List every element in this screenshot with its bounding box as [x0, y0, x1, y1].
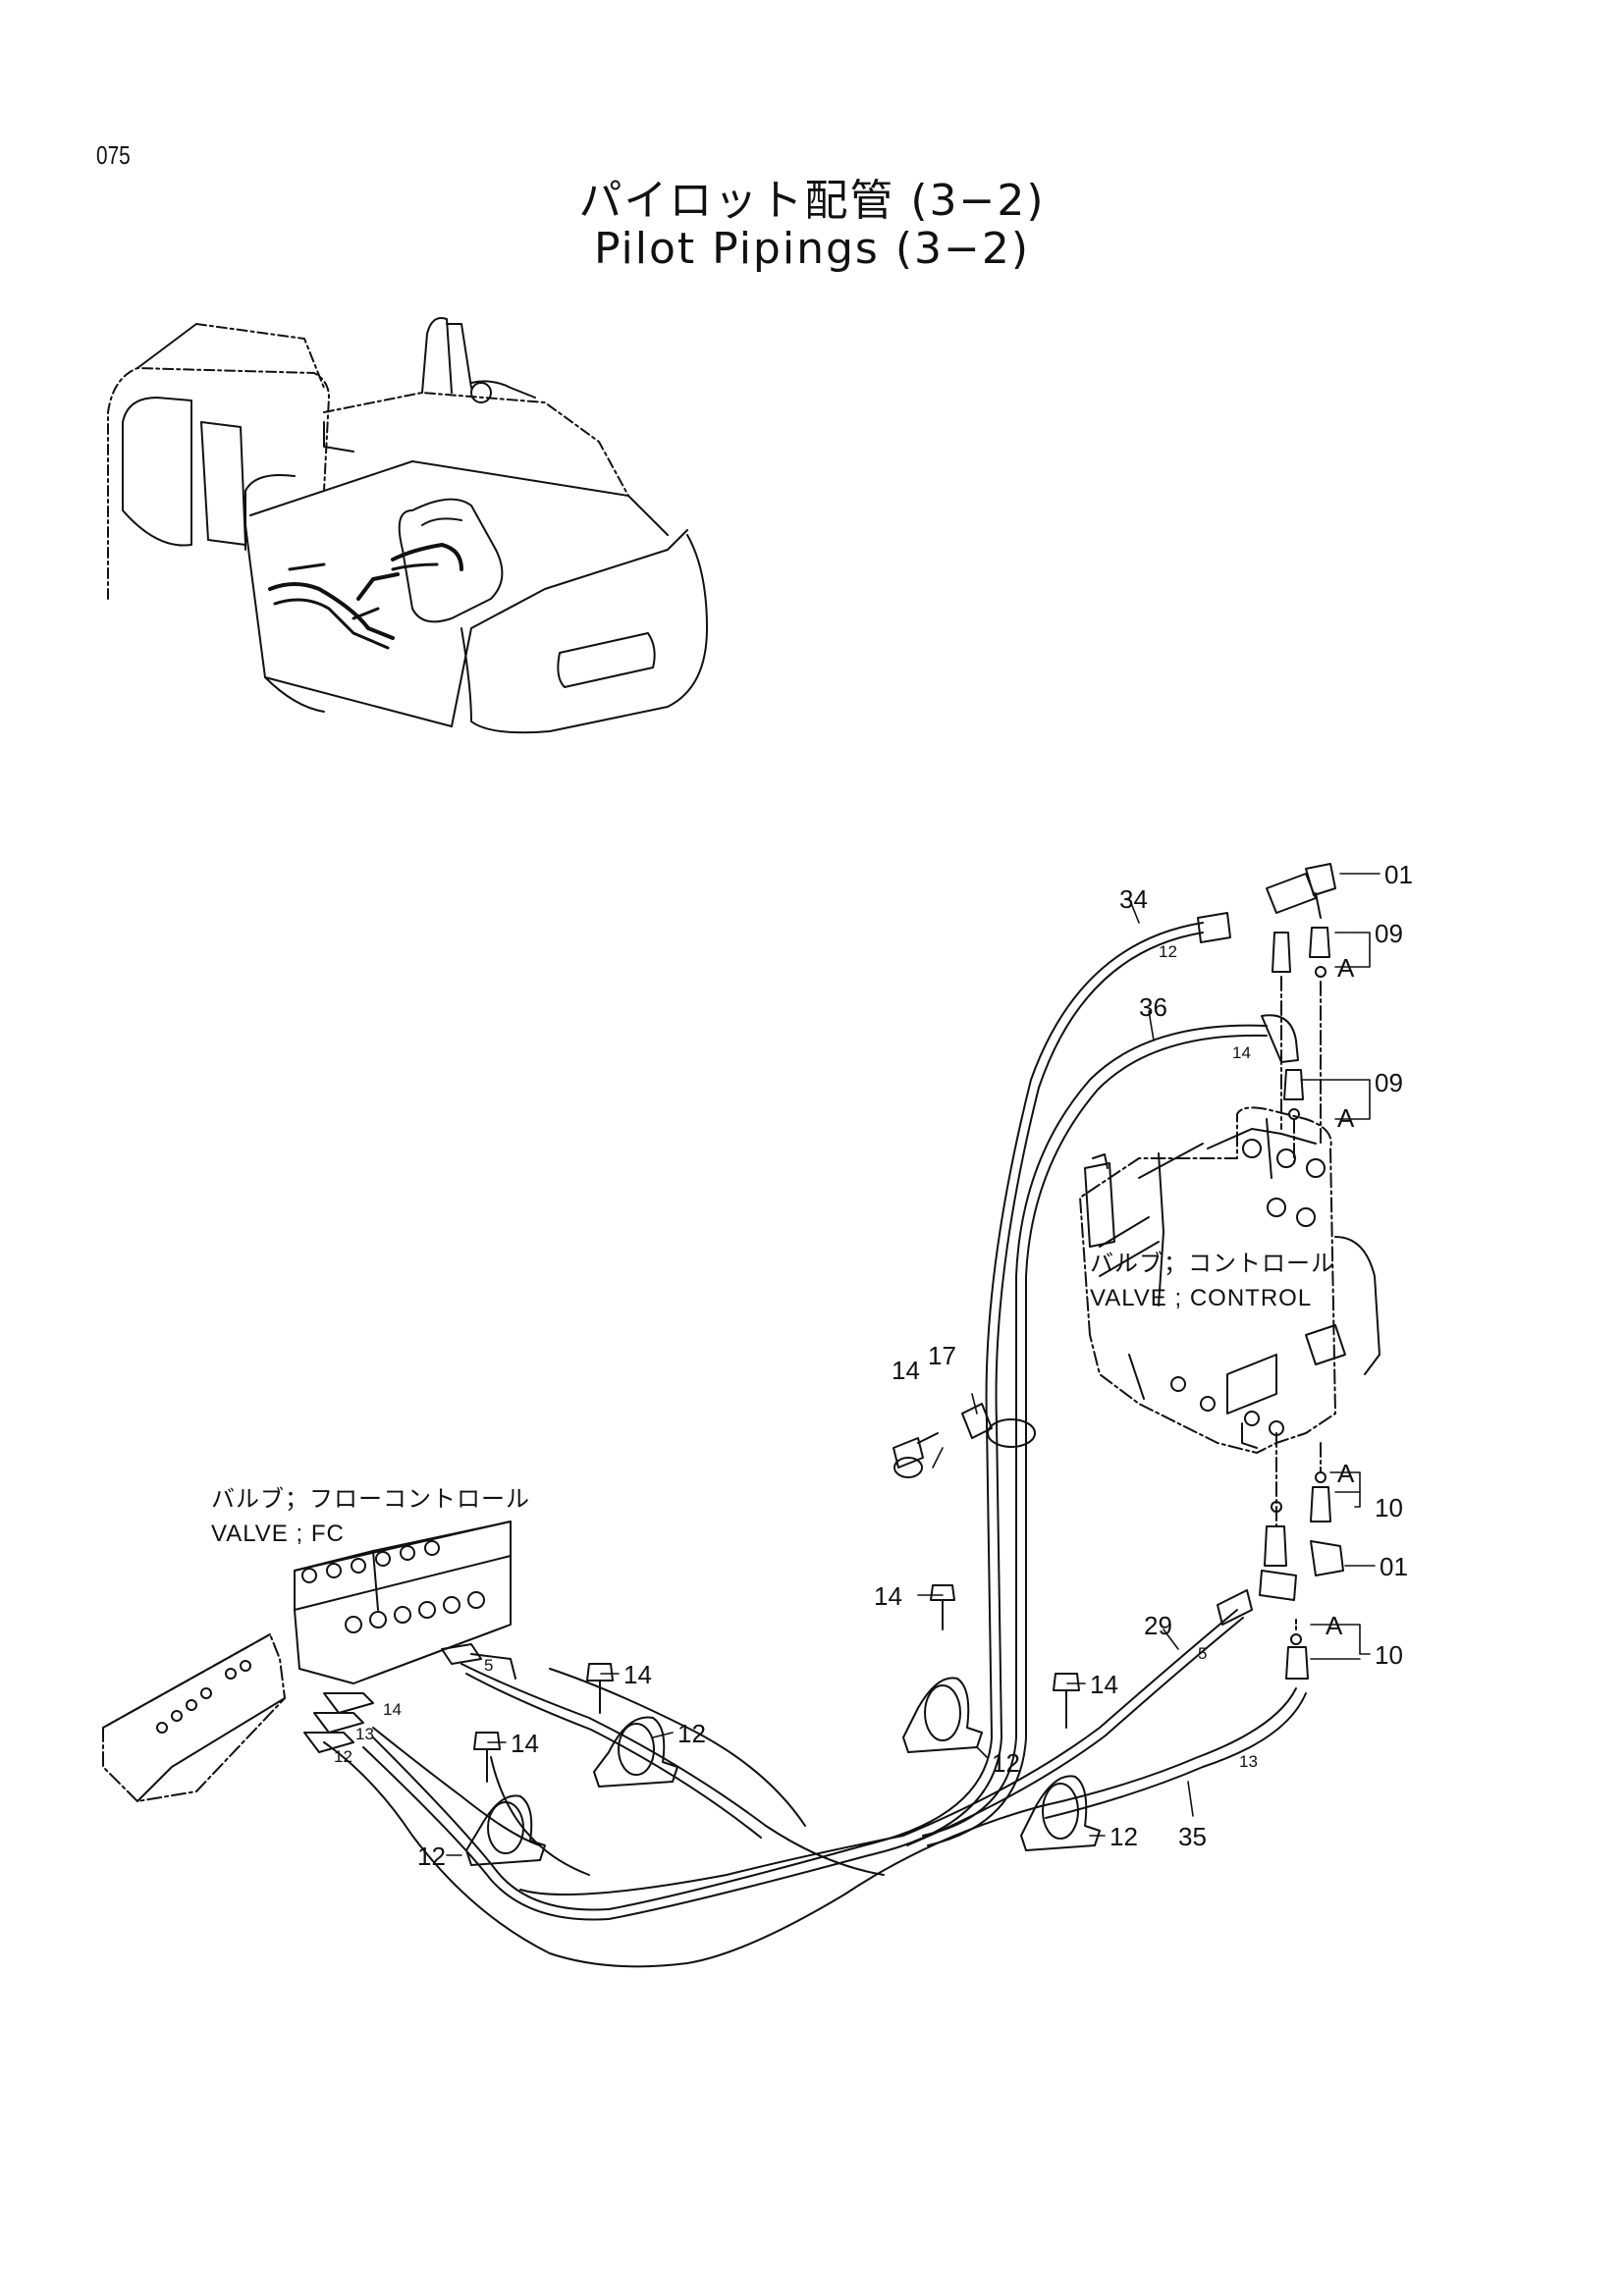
callout-36: 36	[1139, 992, 1167, 1022]
fittings	[1197, 863, 1344, 1680]
page-title-english: Pilot Pipings (3−2)	[593, 224, 1031, 274]
callout-01-top: 01	[1384, 860, 1413, 889]
callout-12-clamp-center: 12	[992, 1748, 1020, 1778]
callout-A-3: A	[1337, 1459, 1355, 1488]
callout-14-left: 14	[623, 1660, 652, 1689]
bolt-14-left	[586, 1663, 614, 1714]
clamp-12-top-left	[593, 1716, 678, 1788]
hose-tag-5-left: 5	[484, 1656, 493, 1675]
excavator-overview-illustration	[107, 317, 708, 734]
clamp-12-bottom-left	[465, 1794, 546, 1866]
clamp-12-right	[1020, 1775, 1101, 1851]
callout-17: 17	[928, 1341, 956, 1370]
page-number: 075	[96, 140, 131, 170]
callout-12-clamp-right: 12	[1110, 1822, 1138, 1851]
clamp-17	[961, 1403, 1036, 1448]
pilot-hoses	[323, 922, 1307, 1968]
callout-10-bottom: 10	[1375, 1640, 1403, 1670]
hose-tag-14-top: 14	[1232, 1043, 1251, 1062]
callout-09-top: 09	[1375, 919, 1403, 948]
bolt-14-lower-left	[473, 1732, 501, 1783]
callout-14-lower-left: 14	[511, 1729, 539, 1758]
callout-14-mid: 14	[874, 1581, 902, 1611]
bolt-14-right	[1053, 1673, 1080, 1729]
hose-tag-13-left: 13	[355, 1725, 374, 1743]
callout-10-top: 10	[1375, 1493, 1403, 1522]
clamp-12-center	[902, 1677, 983, 1753]
hose-tag-14-left: 14	[383, 1700, 402, 1719]
fc-valve-illustration	[102, 1521, 516, 1802]
callout-14-right: 14	[1090, 1670, 1118, 1699]
callout-A-4: A	[1326, 1611, 1343, 1640]
callout-labels: 01 09 A 09 A A 10 01 A 10 34 36 29 35 14…	[211, 860, 1413, 1871]
callout-14-top: 14	[892, 1356, 920, 1385]
hose-clamps	[465, 1403, 1101, 1866]
hose-tag-5-right: 5	[1198, 1644, 1207, 1663]
control-valve-illustration	[1079, 1106, 1380, 1454]
callout-09-mid: 09	[1375, 1068, 1403, 1097]
callout-35: 35	[1178, 1822, 1207, 1851]
leader-lines	[446, 873, 1380, 1856]
page-title-japanese: パイロット配管 (3−2)	[578, 176, 1046, 226]
fc-valve-label-ja: バルブ；フローコントロール	[211, 1486, 530, 1513]
hose-tag-13-right: 13	[1239, 1752, 1258, 1771]
callout-A-1: A	[1337, 953, 1355, 983]
control-valve-label-en: VALVE ; CONTROL	[1090, 1285, 1312, 1311]
callout-01-bottom: 01	[1380, 1552, 1408, 1581]
bolts	[473, 1432, 1080, 1783]
fc-valve-label-en: VALVE ; FC	[211, 1521, 345, 1547]
callout-34: 34	[1119, 884, 1148, 914]
bolt-14-mid	[930, 1584, 955, 1630]
control-valve-label-ja: バルブ；コントロール	[1090, 1251, 1335, 1277]
callout-12-clamp-bottom-left: 12	[417, 1842, 446, 1871]
hose-tag-12-top: 12	[1159, 942, 1177, 961]
callout-12-clamp-left: 12	[677, 1719, 706, 1748]
hose-tag-12-left: 12	[334, 1747, 352, 1766]
callout-A-2: A	[1337, 1103, 1355, 1133]
callout-29: 29	[1144, 1611, 1172, 1640]
bolt-14-top	[893, 1432, 939, 1478]
